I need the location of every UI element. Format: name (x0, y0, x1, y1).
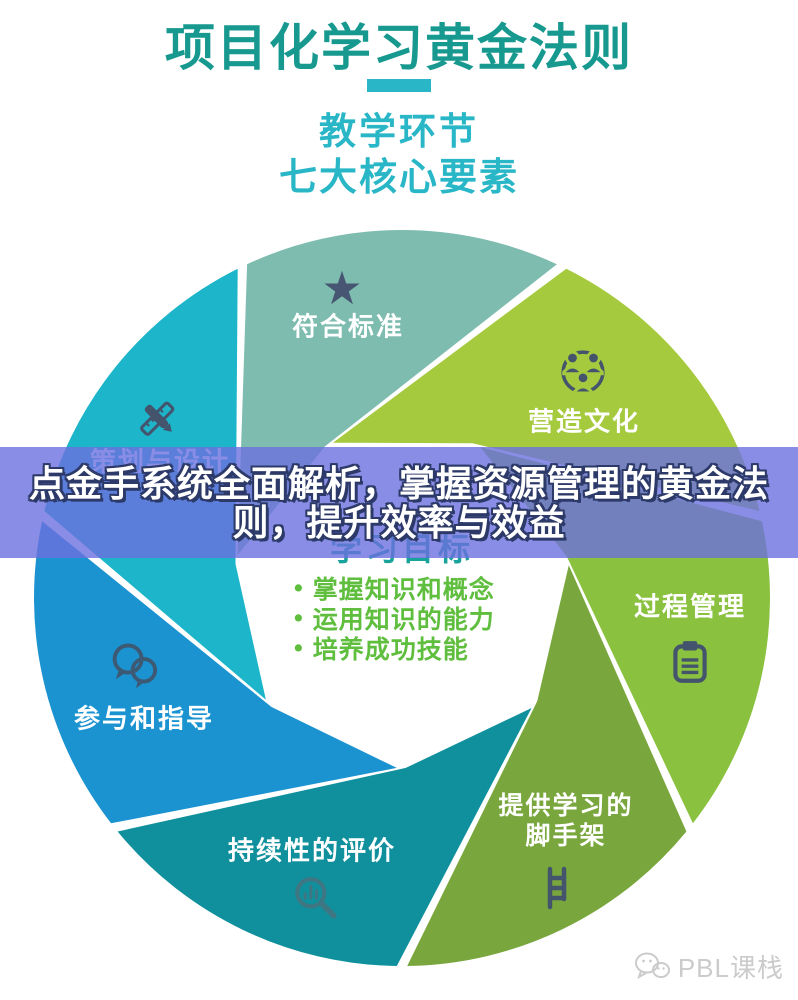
center-bullet-list: 掌握知识和概念 运用知识的能力 培养成功技能 (294, 573, 495, 664)
segment-engage-and-coach (34, 521, 397, 824)
segment-continuous-assessment (117, 708, 532, 966)
watermark: PBL课栈 (633, 948, 784, 985)
bullet-dot (294, 574, 304, 603)
watermark-label: PBL课栈 (677, 953, 784, 983)
promo-text-line1: 点金手系统全面解析，掌握资源管理的黄金法 (28, 462, 769, 504)
title-divider (367, 79, 431, 92)
magnifier-icon (290, 873, 340, 923)
segment-label-scaffolding-line2: 脚手架 (525, 822, 607, 850)
segment-label-build-culture: 营造文化 (527, 406, 641, 437)
segment-scaffolding (407, 565, 687, 966)
segment-label-continuous-assessment: 持续性的评价 (227, 835, 397, 866)
bullet-text: 运用知识的能力 (312, 606, 495, 634)
wechat-icon (633, 951, 671, 983)
bullet-item: 培养成功技能 (294, 633, 495, 664)
promo-text-line2: 则，提升效率与效益 (232, 501, 566, 543)
ladder-icon (535, 864, 579, 912)
segment-label-process-management: 过程管理 (633, 591, 747, 622)
clipboard-icon (665, 637, 715, 687)
star-icon: ★ (321, 261, 363, 315)
bullet-dot (294, 604, 304, 633)
segment-meet-standards (237, 230, 557, 556)
promo-overlay-banner: 点金手系统全面解析，掌握资源管理的黄金法 则，提升效率与效益 (0, 447, 798, 558)
chat-icon (109, 641, 163, 695)
bullet-item: 掌握知识和概念 (294, 573, 495, 604)
design-icon (132, 392, 184, 444)
subtitle-line1: 教学环节 (319, 111, 479, 152)
subtitle-line2: 七大核心要素 (278, 157, 519, 199)
group-icon (555, 344, 611, 400)
bullet-item: 运用知识的能力 (294, 603, 495, 634)
page-title: 项目化学习黄金法则 (165, 20, 633, 76)
segment-label-engage-and-coach: 参与和指导 (73, 703, 215, 734)
bullet-text: 培养成功技能 (312, 636, 469, 664)
bullet-text: 掌握知识和概念 (312, 576, 495, 604)
segment-label-meet-standards: 符合标准 (291, 311, 405, 342)
bullet-dot (294, 634, 304, 663)
segment-label-scaffolding-line1: 提供学习的 (498, 792, 634, 820)
